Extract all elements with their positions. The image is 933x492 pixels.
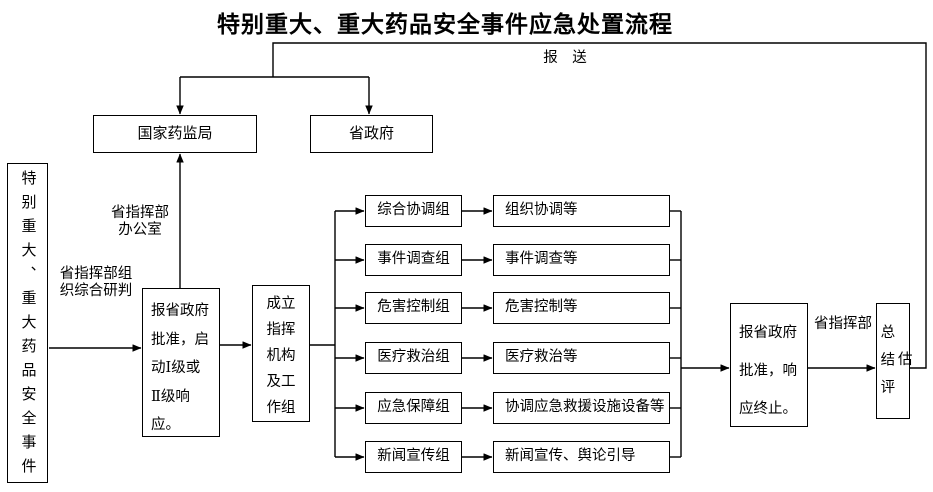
task-box-publicity: 新闻宣传、舆论引导 <box>493 441 670 473</box>
group-box-support: 应急保障组 <box>365 392 462 424</box>
research-label: 省指挥部组 织综合研判 <box>59 266 133 299</box>
task-box-hazard-control: 危害控制等 <box>493 292 670 324</box>
report-label: 报 送 <box>543 50 587 66</box>
terminate-box: 报省政府 批准，响 应终止。 <box>730 303 808 427</box>
event-box-text: 特别重大、重大药品安全事件 <box>19 170 36 482</box>
group-box-investigation: 事件调查组 <box>365 244 462 276</box>
event-box: 特别重大、重大药品安全事件 <box>7 163 48 483</box>
commander-label: 省指挥部 <box>814 316 872 332</box>
task-box-medical: 医疗救治等 <box>493 342 670 374</box>
report-line <box>272 42 927 369</box>
group-box-publicity: 新闻宣传组 <box>365 441 462 473</box>
group-box-medical: 医疗救治组 <box>365 342 462 374</box>
group-box-coordination: 综合协调组 <box>365 195 462 227</box>
approve-start-box: 报省政府 批准，启 动Ⅰ级或 Ⅱ级响 应。 <box>142 288 220 437</box>
task-box-investigation: 事件调查等 <box>493 244 670 276</box>
summary-box-text: 总结评估 <box>878 323 912 407</box>
nmpa-box: 国家药监局 <box>93 115 257 153</box>
task-box-support: 协调应急救援设施设备等 <box>493 392 670 424</box>
group-box-hazard-control: 危害控制组 <box>365 292 462 324</box>
setup-command-box: 成立 指挥 机构 及工 作组 <box>252 285 310 422</box>
page-title: 特别重大、重大药品安全事件应急处置流程 <box>217 11 673 37</box>
task-box-coordination: 组织协调等 <box>493 195 670 227</box>
summary-box: 总结评估 <box>876 303 912 419</box>
office-label: 省指挥部 办公室 <box>111 205 169 238</box>
prov-gov-box: 省政府 <box>310 115 433 153</box>
